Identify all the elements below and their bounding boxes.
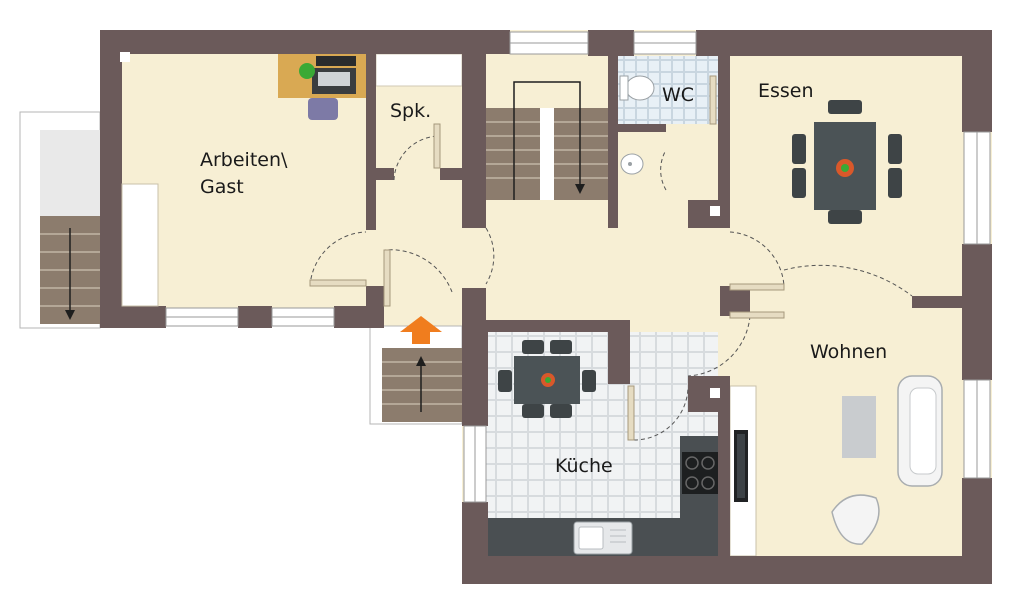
living-furniture	[831, 375, 943, 545]
room-label-essen: Essen	[758, 80, 814, 102]
windows	[165, 31, 991, 503]
coffee-table	[842, 396, 876, 458]
armchair	[831, 494, 880, 545]
tv-icon	[734, 430, 748, 502]
room-label-wc: WC	[662, 84, 694, 106]
walls	[100, 30, 992, 584]
entrance-arrow-icon	[400, 316, 442, 344]
room-label-wohnen: Wohnen	[810, 341, 887, 363]
dining-table-kueche	[498, 340, 596, 418]
outdoor-stair	[19, 111, 101, 329]
toilet-icon	[619, 75, 655, 101]
sink-icon	[573, 521, 633, 555]
stair-arrow-icon	[65, 228, 75, 320]
kitchen-counter	[486, 436, 718, 556]
stair-arrow-icon	[513, 81, 585, 200]
wardrobe	[121, 183, 159, 307]
stove-icon	[682, 452, 718, 494]
room-label-kueche: Küche	[555, 455, 613, 477]
dining-table-essen	[792, 100, 902, 224]
door-leaves	[309, 75, 785, 441]
desk	[278, 54, 366, 120]
room-label-arbeiten: Arbeiten\	[200, 149, 288, 171]
stair-arrow-icon	[416, 356, 426, 412]
sink-icon	[620, 153, 644, 175]
doors	[309, 135, 913, 441]
plant-icon	[299, 63, 315, 79]
entrance-stair	[369, 316, 463, 425]
interior-stair	[486, 81, 608, 200]
room-label-spk: Spk.	[390, 100, 431, 122]
room-label-gast: Gast	[200, 176, 244, 198]
